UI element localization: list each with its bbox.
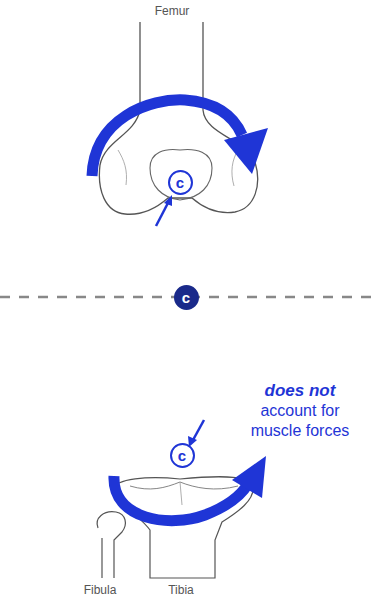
bone-name: Femur (140, 4, 204, 19)
tibia-shading (180, 482, 182, 505)
node-text: c (176, 175, 184, 190)
femur-condyle-surface (150, 150, 212, 200)
pointer-arrow (156, 201, 169, 226)
pointer-arrow (193, 420, 204, 440)
note-text: account for muscle forces (248, 401, 352, 441)
bone-name: Fibula (72, 583, 128, 598)
rotation-arrow (92, 100, 242, 176)
arrow-head (224, 128, 268, 174)
fibula-bone (97, 512, 125, 578)
arrow-head (164, 195, 172, 206)
note-emphasis: does not (240, 380, 360, 401)
node-text: c (178, 448, 186, 463)
center-marker: c (170, 443, 195, 468)
tibia-bone (115, 477, 253, 578)
tibia-plateau (130, 482, 238, 489)
femur-shading (118, 150, 127, 185)
center-marker-filled: c (174, 285, 199, 310)
rotation-arrow (114, 476, 248, 521)
arrow-head (232, 456, 266, 498)
center-marker: c (168, 170, 193, 195)
bone-name: Tibia (156, 583, 206, 598)
node-text: c (182, 290, 190, 305)
